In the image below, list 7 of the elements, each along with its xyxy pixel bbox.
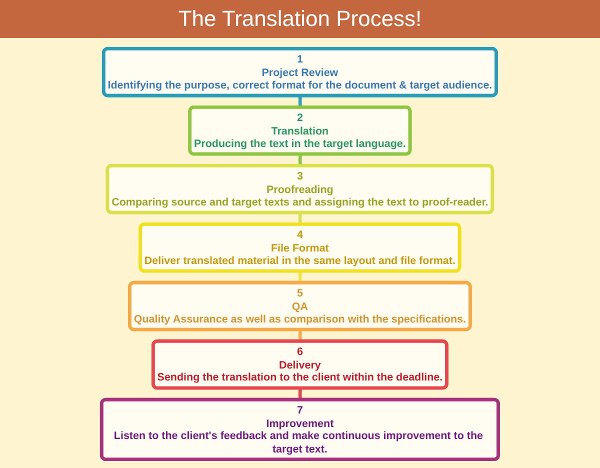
connector [298, 95, 302, 108]
connector [298, 270, 302, 284]
connector [298, 329, 302, 342]
connector [298, 154, 302, 167]
title-banner: The Translation Process! [0, 0, 600, 38]
connector [298, 388, 302, 401]
connector [298, 212, 302, 226]
